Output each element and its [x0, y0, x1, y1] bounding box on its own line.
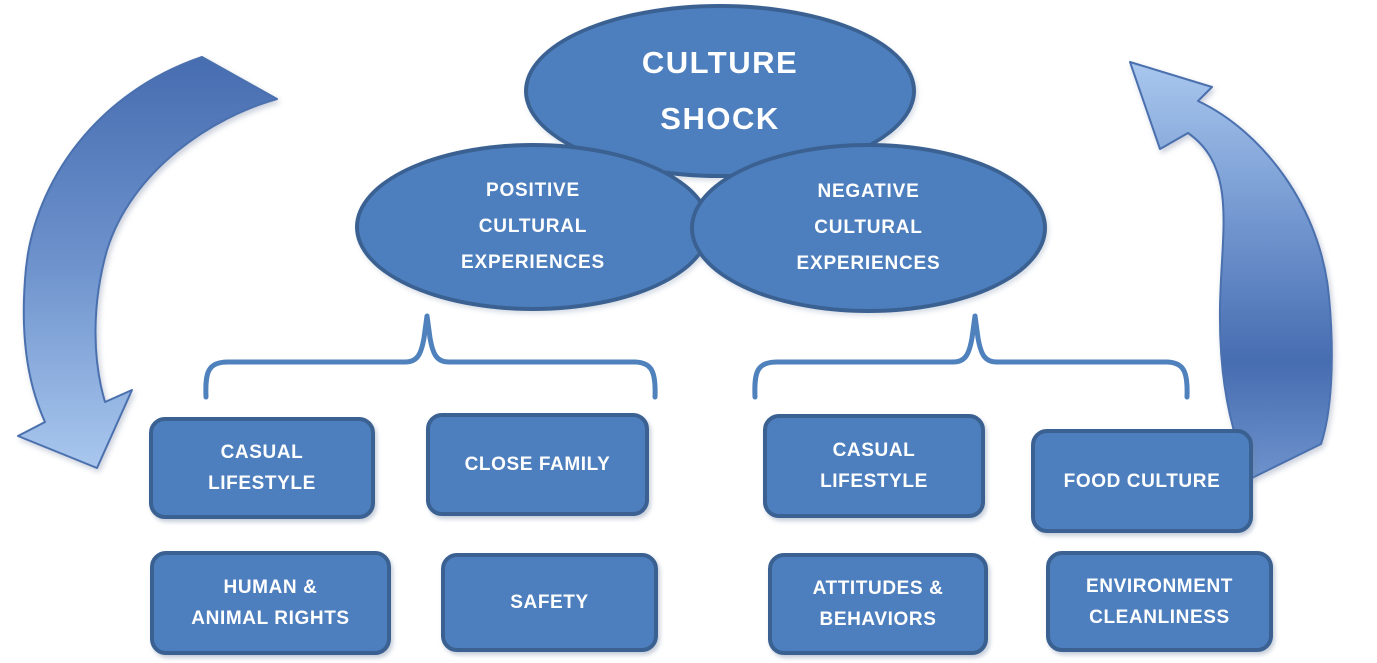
brace-left-icon — [203, 313, 658, 400]
positive-label-line3: EXPERIENCES — [461, 252, 605, 273]
box-human-animal-rights: HUMAN & ANIMAL RIGHTS — [150, 551, 391, 655]
box-label-line: CASUAL — [832, 440, 916, 461]
box-casual-lifestyle-positive: CASUAL LIFESTYLE — [149, 417, 375, 519]
box-label-line: CLOSE FAMILY — [464, 454, 611, 475]
negative-label-line1: NEGATIVE — [817, 181, 920, 202]
box-label-line: SAFETY — [510, 592, 589, 613]
negative-label-line2: CULTURAL — [814, 217, 923, 238]
box-label-line: CLEANLINESS — [1089, 606, 1230, 628]
negative-experiences-ellipse: NEGATIVE CULTURAL EXPERIENCES — [690, 143, 1047, 313]
box-label-line: ENVIRONMENT — [1086, 575, 1233, 597]
box-casual-lifestyle-negative: CASUAL LIFESTYLE — [763, 414, 985, 518]
positive-label-line1: POSITIVE — [485, 180, 581, 201]
positive-label-line2: CULTURAL — [478, 216, 588, 237]
negative-label-line3: EXPERIENCES — [796, 253, 941, 274]
box-label-line: HUMAN & — [223, 577, 318, 598]
box-label-line: LIFESTYLE — [208, 473, 316, 494]
box-close-family: CLOSE FAMILY — [426, 413, 649, 516]
box-environment-cleanliness: ENVIRONMENT CLEANLINESS — [1046, 551, 1273, 652]
box-label-line: BEHAVIORS — [819, 609, 937, 630]
positive-experiences-ellipse: POSITIVE CULTURAL EXPERIENCES — [355, 143, 711, 311]
box-label-line: ANIMAL RIGHTS — [191, 608, 350, 629]
curved-arrow-left-icon — [17, 56, 278, 469]
culture-shock-label-line2: SHOCK — [660, 101, 780, 136]
brace-right-icon — [752, 313, 1190, 400]
box-safety: SAFETY — [441, 553, 658, 652]
curved-arrow-right-icon — [1129, 61, 1333, 479]
box-label-line: LIFESTYLE — [820, 471, 928, 492]
box-label-line: ATTITUDES & — [812, 578, 944, 599]
box-attitudes-behaviors: ATTITUDES & BEHAVIORS — [768, 553, 988, 655]
box-food-culture: FOOD CULTURE — [1031, 429, 1253, 533]
box-label-line: FOOD CULTURE — [1063, 470, 1221, 492]
culture-shock-label-line1: CULTURE — [641, 45, 799, 80]
box-label-line: CASUAL — [220, 442, 304, 463]
